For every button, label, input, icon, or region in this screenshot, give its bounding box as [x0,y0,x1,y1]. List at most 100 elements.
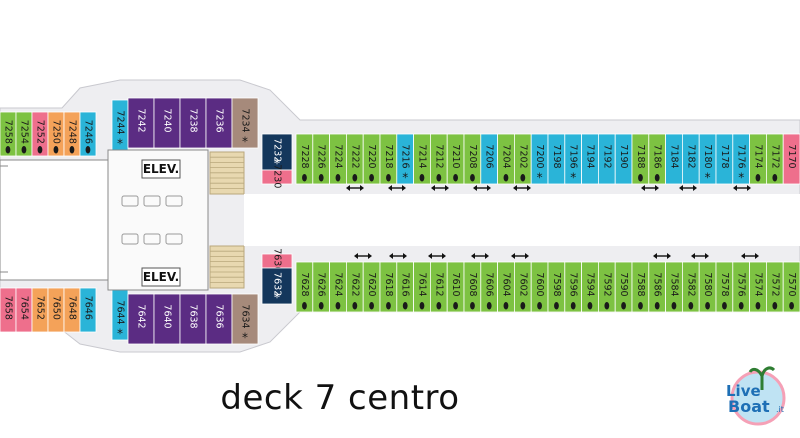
accessible-star-icon: * [402,171,408,185]
cabin-7198[interactable]: 7198 [547,133,566,185]
cabin-7572[interactable]: 7572⬮ [766,261,784,313]
cabin-7190[interactable]: 7190 [614,133,633,185]
cabin-7646[interactable]: 7646 [79,287,97,333]
cabin-7174[interactable]: 7174⬮ [749,133,767,185]
cabin-7230[interactable]: 7230 [261,164,293,188]
cabin-number: 7258 [3,120,14,144]
cabin-7652[interactable]: 7652 [31,287,49,333]
cabin-7218[interactable]: 7218⬮ [379,133,398,185]
cabin-7244[interactable]: 7244* [111,99,129,151]
cabin-7628[interactable]: 7628⬮ [295,261,314,313]
cabin-7180[interactable]: 7180* [698,133,717,185]
cabin-7636[interactable]: 7636 [205,293,233,345]
cabin-7222[interactable]: 7222⬮ [345,133,364,185]
cabin-7258[interactable]: 7258⬮ [0,111,17,157]
cabin-7182[interactable]: 7182 [682,133,700,185]
cabin-7212[interactable]: 7212⬮ [429,133,448,185]
cabin-7584[interactable]: 7584⬮ [665,261,683,313]
cabin-7252[interactable]: 7252⬮ [31,111,49,157]
cabin-7642[interactable]: 7642 [127,293,155,345]
cabin-7612[interactable]: 7612⬮ [429,261,448,313]
cabin-7232[interactable]: 7232* [261,133,293,171]
cabin-7608[interactable]: 7608⬮ [463,261,482,313]
cabin-7624[interactable]: 7624⬮ [329,261,347,313]
cabin-7202[interactable]: 7202⬮ [514,133,532,185]
cabin-7176[interactable]: 7176* [732,133,750,185]
accessible-star-icon: * [705,171,711,185]
cabin-7618[interactable]: 7618⬮ [379,261,398,313]
cabin-7582[interactable]: 7582⬮ [682,261,700,313]
cabin-7238[interactable]: 7238 [179,97,207,149]
cabin-7224[interactable]: 7224⬮ [329,133,347,185]
cabin-7220[interactable]: 7220⬮ [362,133,381,185]
cabin-7250[interactable]: 7250⬮ [47,111,65,157]
cabin-7248[interactable]: 7248⬮ [63,111,81,157]
cabin-7240[interactable]: 7240 [153,97,181,149]
cabin-7614[interactable]: 7614⬮ [413,261,431,313]
cabin-7600[interactable]: 7600⬮ [530,261,549,313]
cabin-7236[interactable]: 7236 [205,97,233,149]
cabin-7634[interactable]: 7634* [231,293,259,345]
elevator-car [143,195,161,207]
cabin-7178[interactable]: 7178 [715,133,734,185]
cabin-7200[interactable]: 7200* [530,133,549,185]
cabin-7596[interactable]: 7596⬮ [564,261,582,313]
cabin-7208[interactable]: 7208⬮ [463,133,482,185]
cabin-number: 7192 [601,144,612,168]
cabin-7630[interactable]: 7630 [261,248,293,272]
cabin-7576[interactable]: 7576⬮ [732,261,750,313]
cabin-7640[interactable]: 7640 [153,293,181,345]
cabin-7234[interactable]: 7234* [231,97,259,149]
cabin-7658[interactable]: 7658 [0,287,17,333]
cabin-7586[interactable]: 7586⬮ [648,261,666,313]
cabin-7644[interactable]: 7644* [111,289,129,341]
connecting-door-icon: ⬮ [654,302,660,312]
connecting-door-icon: ⬮ [470,302,476,312]
cabin-number: 7200 [534,144,545,168]
cabin-7616[interactable]: 7616⬮ [396,261,414,313]
cabin-7638[interactable]: 7638 [179,293,207,345]
cabin-7620[interactable]: 7620⬮ [362,261,381,313]
cabin-7626[interactable]: 7626⬮ [312,261,330,313]
cabin-7172[interactable]: 7172⬮ [766,133,784,185]
cabin-7610[interactable]: 7610⬮ [446,261,465,313]
cabin-7594[interactable]: 7594⬮ [581,261,599,313]
cabin-7648[interactable]: 7648 [63,287,81,333]
cabin-7184[interactable]: 7184 [665,133,683,185]
cabin-7170[interactable]: 7170 [782,133,800,185]
cabin-7216[interactable]: 7216* [396,133,414,185]
cabin-7578[interactable]: 7578⬮ [715,261,734,313]
cabin-7604[interactable]: 7604⬮ [497,261,515,313]
cabin-7622[interactable]: 7622⬮ [345,261,364,313]
cabin-7574[interactable]: 7574⬮ [749,261,767,313]
cabin-7602[interactable]: 7602⬮ [514,261,532,313]
cabin-number: 7222 [349,144,360,168]
cabin-7606[interactable]: 7606⬮ [480,261,498,313]
cabin-7188[interactable]: 7188⬮ [631,133,650,185]
cabin-7196[interactable]: 7196* [564,133,582,185]
cabin-7194[interactable]: 7194 [581,133,599,185]
cabin-7214[interactable]: 7214⬮ [413,133,431,185]
cabin-7226[interactable]: 7226⬮ [312,133,330,185]
cabin-7242[interactable]: 7242 [127,97,155,149]
cabin-7206[interactable]: 7206 [480,133,498,185]
cabin-7186[interactable]: 7186⬮ [648,133,666,185]
cabin-7588[interactable]: 7588⬮ [631,261,650,313]
cabin-7590[interactable]: 7590⬮ [614,261,633,313]
cabin-7654[interactable]: 7654 [15,287,33,333]
cabin-7592[interactable]: 7592⬮ [598,261,616,313]
cabin-7210[interactable]: 7210⬮ [446,133,465,185]
cabin-number: 7182 [685,144,696,168]
cabin-7192[interactable]: 7192 [598,133,616,185]
cabin-7246[interactable]: 7246⬮ [79,111,97,157]
cabin-7598[interactable]: 7598⬮ [547,261,566,313]
cabin-7204[interactable]: 7204⬮ [497,133,515,185]
cabin-7632[interactable]: 7632* [261,267,293,305]
cabin-7254[interactable]: 7254⬮ [15,111,33,157]
cabin-7650[interactable]: 7650 [47,287,65,333]
cabin-number: 7622 [349,272,360,296]
cabin-7228[interactable]: 7228⬮ [295,133,314,185]
cabin-7580[interactable]: 7580⬮ [698,261,717,313]
cabin-fill [79,287,97,333]
cabin-7570[interactable]: 7570⬮ [782,261,800,313]
